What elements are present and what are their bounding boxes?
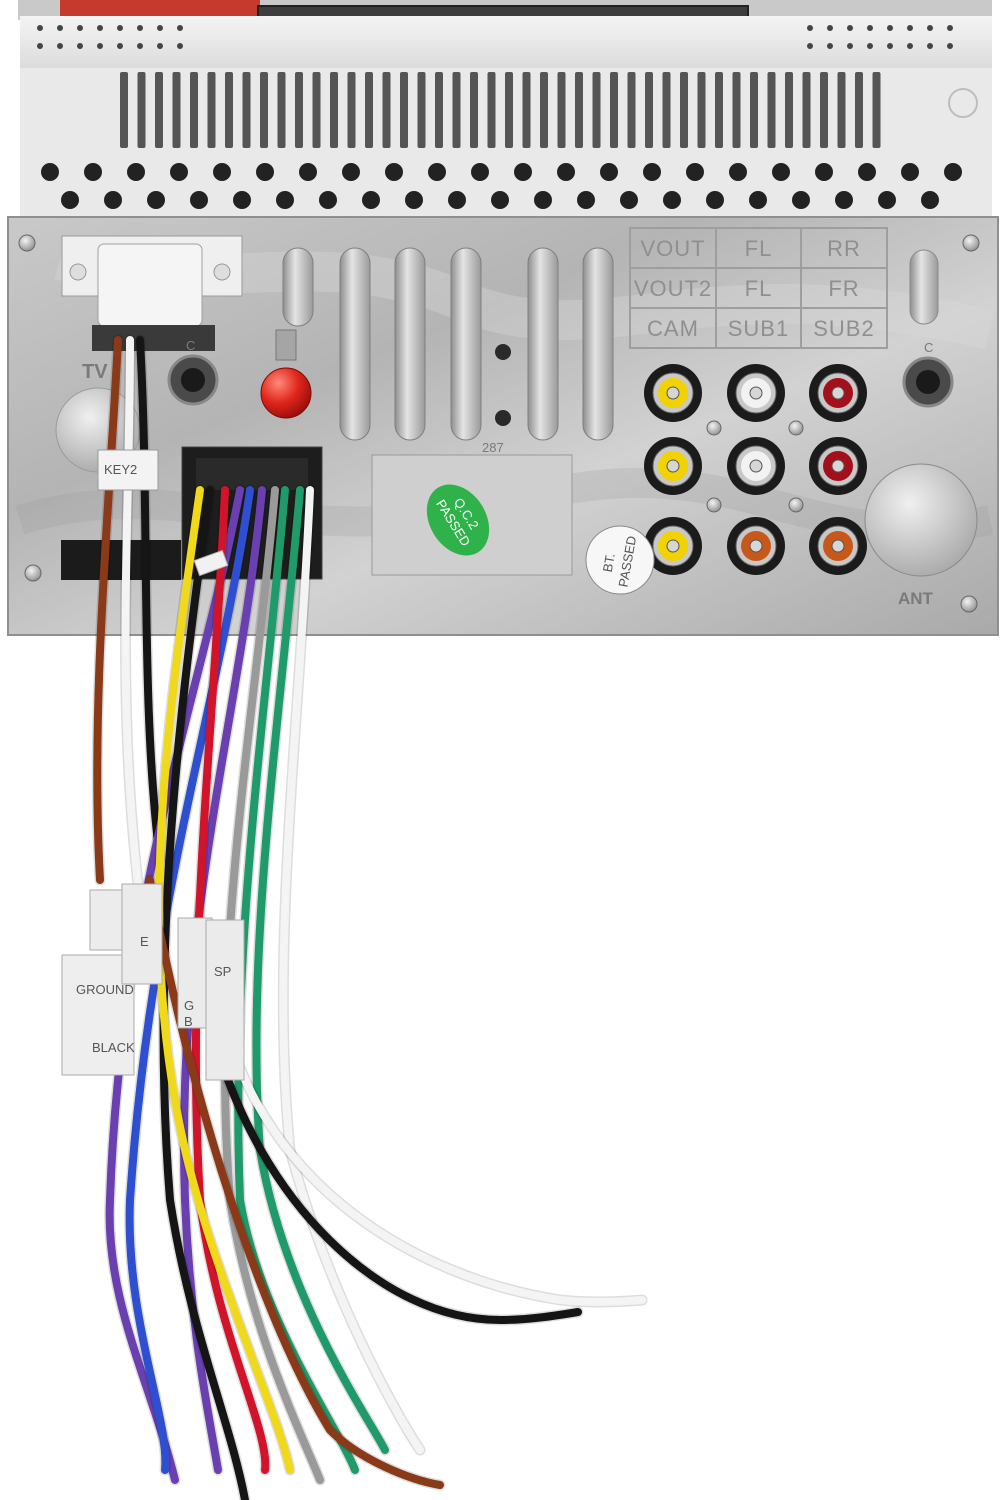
reset-button[interactable] <box>260 329 312 419</box>
wire <box>105 486 244 1484</box>
wire <box>155 486 294 1474</box>
cable-tie <box>193 549 229 577</box>
svg-text:B: B <box>184 1014 193 1029</box>
wire <box>279 486 424 1454</box>
wire <box>121 336 144 904</box>
rca-jack[interactable] <box>727 364 785 422</box>
grid-label: CAM <box>647 316 699 341</box>
panel-stamp-number: 287 <box>482 440 504 455</box>
wire <box>221 486 324 1484</box>
rca-jack[interactable] <box>809 437 867 495</box>
wire-harness <box>91 334 648 1500</box>
rca-jack[interactable] <box>809 364 867 422</box>
svg-text:KEY2: KEY2 <box>104 462 137 477</box>
wire <box>179 486 266 1474</box>
rca-jack[interactable] <box>644 364 702 422</box>
grid-label: FL <box>745 236 773 261</box>
rca-jack[interactable] <box>809 517 867 575</box>
wire-label-tags: GROUND BLACK E G B SP <box>61 883 245 1081</box>
bt-passed-sticker: BT. PASSED <box>585 525 655 595</box>
key-tag: KEY2 <box>97 449 159 491</box>
wire <box>252 486 389 1454</box>
wire <box>159 486 249 1500</box>
svg-text:SP: SP <box>214 964 231 979</box>
rca-jack[interactable] <box>727 517 785 575</box>
ant-label: ANT <box>898 589 934 608</box>
svg-text:BLACK: BLACK <box>92 1040 135 1055</box>
grid-label: SUB2 <box>813 316 874 341</box>
rca-jack[interactable] <box>727 437 785 495</box>
jack-label-right: C <box>924 340 933 355</box>
antenna-port[interactable] <box>864 463 978 577</box>
grid-label: RR <box>827 236 861 261</box>
fuse-holder <box>61 540 181 580</box>
wire <box>146 876 444 1489</box>
white-harness-connector <box>61 235 243 351</box>
qc-passed-sticker: Q.C.2 PASSED <box>426 484 490 556</box>
wire <box>226 1036 646 1306</box>
output-label-grid: VOUT FL RR VOUT2 FL FR CAM SUB1 SUB2 <box>629 227 888 349</box>
top-cover <box>18 0 992 218</box>
wire <box>136 336 164 864</box>
svg-text:G: G <box>184 998 194 1013</box>
grid-label: VOUT <box>640 236 705 261</box>
rca-jack[interactable] <box>644 517 702 575</box>
svg-text:BT.: BT. <box>600 552 618 573</box>
tv-label: TV <box>82 361 108 383</box>
grid-label: FR <box>828 276 859 301</box>
grid-label: FL <box>745 276 773 301</box>
wire <box>211 1036 582 1325</box>
rca-jack[interactable] <box>644 437 702 495</box>
grid-label: VOUT2 <box>634 276 712 301</box>
rear-vent-slots <box>282 247 614 441</box>
jack-label-left: C <box>186 338 195 353</box>
case-stamp-icon <box>948 88 978 118</box>
svg-text:E: E <box>140 934 149 949</box>
svg-text:GROUND: GROUND <box>76 982 134 997</box>
wire <box>125 486 254 1474</box>
wire <box>93 336 122 884</box>
rca-jacks <box>644 364 867 575</box>
rear-panel: 287 TV C VOUT FL RR VOUT2 FL FR CAM SUB1 SUB2 <box>7 216 999 636</box>
grid-label: SUB1 <box>728 316 789 341</box>
